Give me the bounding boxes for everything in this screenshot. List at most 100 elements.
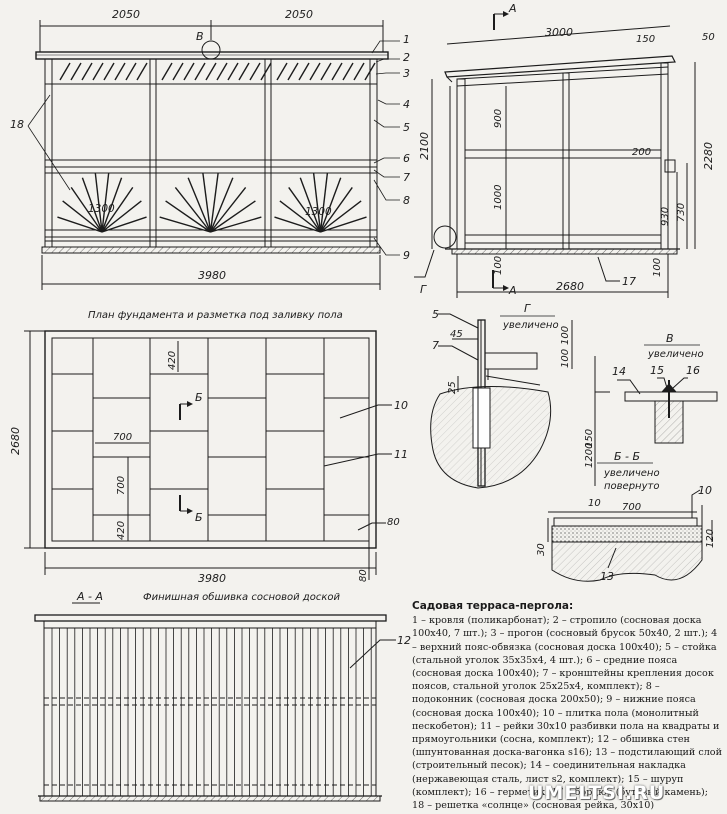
lattice-ray [288, 187, 322, 233]
section-aa-title: Финишная обшивка сосновой доской [143, 591, 340, 603]
lattice-slat [342, 62, 354, 81]
foundation-plan [24, 330, 392, 580]
lattice-slat [59, 62, 71, 81]
dim-2050-right: 2050 [285, 8, 313, 21]
lattice-slat [81, 62, 93, 81]
side-view [414, 11, 696, 298]
detail-g-note: увеличено [502, 320, 559, 331]
section-mark-a-top: А [508, 2, 517, 15]
callout-15: 15 [650, 364, 664, 377]
callout-3: 3 [403, 67, 410, 80]
dim-3980-plan: 3980 [198, 572, 226, 585]
callout-6: 6 [403, 152, 410, 165]
callout-4: 4 [403, 98, 410, 111]
lattice-slat [216, 62, 228, 81]
callout-8: 8 [403, 194, 410, 207]
lattice-slat [364, 62, 376, 81]
dim-120: 120 [705, 529, 716, 548]
callout-9: 9 [403, 249, 410, 262]
lattice-ray [210, 216, 262, 233]
section-mark-b-bottom: Б [195, 511, 203, 524]
lattice-slat [287, 62, 299, 81]
dim-2280: 2280 [702, 142, 715, 170]
callout-10-plan: 10 [394, 399, 408, 412]
callout-1: 1 [403, 33, 410, 46]
lattice-slat [238, 62, 250, 81]
dim-1200: 1200 [584, 443, 595, 468]
lattice-slat [194, 62, 206, 81]
lattice-slat [125, 62, 137, 81]
lattice-ray [274, 216, 321, 233]
dim-80-bottom: 80 [358, 569, 369, 582]
detail-mark-g: Г [420, 283, 427, 296]
front-view [35, 20, 389, 290]
lattice-ray [70, 187, 103, 233]
lattice-slat [172, 62, 184, 81]
lattice-ray [209, 177, 234, 233]
lattice-ray [210, 200, 256, 233]
lattice-ray [159, 216, 211, 233]
dim-25: 25 [447, 381, 458, 394]
legend-text: 1 – кровля (поликарбонат); 2 – стропило … [412, 615, 722, 812]
lattice-ray [319, 187, 353, 233]
lattice-slat [136, 62, 148, 81]
dim-900: 900 [493, 109, 504, 128]
lattice-slat [205, 62, 217, 81]
detail-g-labels: Г увеличено 45 100 100 25 150 1200 5 7 [432, 302, 595, 468]
dim-80-right: 80 [387, 517, 400, 528]
lattice-ray [202, 172, 212, 233]
dim-2050-left: 2050 [112, 8, 140, 21]
callout-12: 12 [397, 634, 411, 647]
dim-3000: 3000 [545, 26, 573, 39]
callout-7-detail: 7 [432, 339, 439, 352]
callout-18: 18 [10, 118, 24, 131]
lattice-slat [309, 62, 321, 81]
callout-14: 14 [612, 365, 626, 378]
dim-2680-plan: 2680 [9, 427, 22, 455]
lattice-ray [319, 177, 342, 233]
detail-bb [547, 489, 713, 582]
lattice-slat [353, 62, 365, 81]
dim-2680-side: 2680 [556, 280, 584, 293]
watermark: UMELTSI.RU [528, 782, 666, 804]
callout-10-bb: 10 [698, 484, 712, 497]
dim-1300-right: 1300 [305, 206, 332, 218]
dim-100-a: 100 [560, 326, 571, 345]
lattice-ray [101, 172, 110, 233]
lattice-ray [62, 200, 103, 233]
dim-150: 150 [636, 34, 655, 45]
dim-700-bb: 700 [622, 502, 641, 513]
detail-bb-labels: Б - Б увеличено повернуто 10 700 30 120 … [536, 450, 716, 583]
dim-3980-front: 3980 [198, 269, 226, 282]
dim-30: 30 [536, 543, 547, 556]
lattice-slat [92, 62, 104, 81]
lattice-slat [249, 62, 261, 81]
lattice-ray [312, 172, 322, 233]
callout-5: 5 [403, 121, 410, 134]
legend: Садовая терраса-пергола: 1 – кровля (пол… [412, 600, 722, 812]
dim-730: 730 [676, 203, 687, 222]
plan-title: План фундамента и разметка под заливку п… [88, 310, 343, 321]
legend-title: Садовая терраса-пергола: [412, 600, 574, 612]
lattice-ray [81, 177, 103, 233]
lattice-slat [161, 62, 173, 81]
dim-50: 50 [702, 32, 715, 43]
section-mark-a-bottom: А [508, 284, 517, 297]
section-aa-mark: А - А [76, 590, 103, 603]
dim-420-top: 420 [167, 351, 178, 370]
callout-11: 11 [394, 448, 408, 461]
lattice-ray [209, 172, 219, 233]
dim-700-v: 700 [116, 476, 127, 495]
detail-bb-mark: Б - Б [614, 450, 640, 463]
detail-g [430, 313, 610, 489]
lattice-ray [101, 177, 123, 233]
detail-bb-note-1: увеличено [603, 468, 660, 479]
lattice-ray [101, 200, 142, 233]
plan-labels: План фундамента и разметка под заливку п… [9, 310, 408, 585]
lattice-ray [101, 187, 134, 233]
lattice-ray [320, 216, 367, 233]
lattice-ray [174, 186, 212, 233]
callout-2: 2 [403, 51, 410, 64]
